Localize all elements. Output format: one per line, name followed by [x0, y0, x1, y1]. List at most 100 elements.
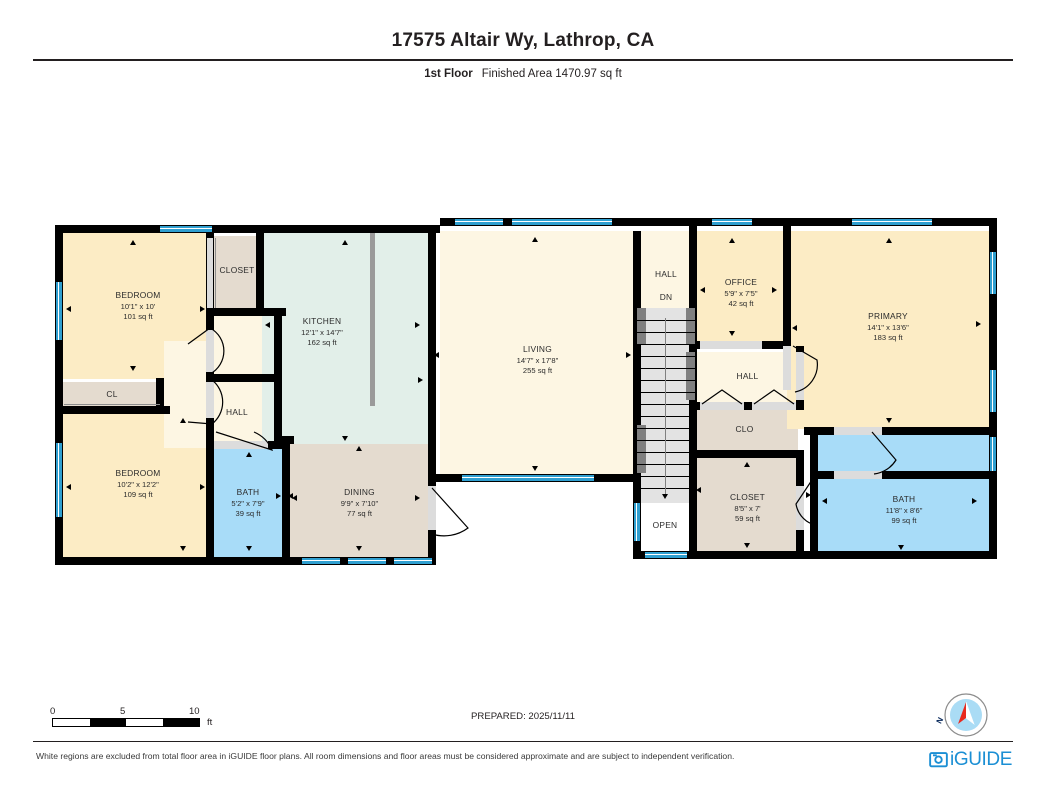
- dim-arrow: [356, 446, 362, 451]
- window-stripe: [394, 560, 432, 562]
- dim-arrow: [66, 306, 71, 312]
- dim-arrow: [66, 484, 71, 490]
- dim-arrow: [288, 493, 293, 499]
- dim-arrow: [276, 493, 281, 499]
- bath-right-fill-upper: [818, 433, 990, 475]
- kitchen-fill-b: [282, 231, 430, 444]
- scale-tick-5: 5: [120, 706, 126, 717]
- dim-arrow: [744, 462, 750, 467]
- stair-rail-right-mid: [686, 352, 695, 400]
- window-stripe: [645, 554, 687, 556]
- wall-bath-right-left: [810, 427, 818, 559]
- window-stripe: [992, 370, 994, 412]
- camera-icon: [929, 752, 948, 768]
- dim-arrow: [792, 325, 797, 331]
- closet-top-fill: [214, 236, 260, 310]
- dim-arrow: [886, 238, 892, 243]
- living-fill: [440, 231, 635, 480]
- wall-kitchen-left: [256, 231, 264, 316]
- room-label-clo: CLO: [735, 424, 754, 435]
- wall-open-right: [689, 474, 697, 559]
- wall-hall-right-bottom: [689, 402, 804, 410]
- dim-arrow: [772, 287, 777, 293]
- scale-seg: [53, 719, 90, 726]
- stair-rail-right-top: [686, 308, 695, 344]
- clo-fill: [691, 409, 798, 453]
- dim-arrow: [729, 331, 735, 336]
- doorway-dining-exit: [428, 486, 436, 530]
- dim-arrow: [246, 452, 252, 457]
- doorway-office: [700, 341, 762, 349]
- window-stripe: [512, 221, 612, 223]
- kitchen-counter-line: [370, 233, 375, 406]
- door-swing-dining-exit: [431, 487, 469, 537]
- doorway-bedroom2: [206, 382, 214, 418]
- room-label-primary: PRIMARY 14'1" x 13'6" 183 sq ft: [867, 311, 909, 342]
- scale-seg: [162, 719, 199, 726]
- wall-kitchen-bottom-notch: [274, 436, 294, 444]
- wall-bath-left-right: [282, 441, 290, 561]
- dim-arrow: [200, 484, 205, 490]
- dim-arrow: [972, 498, 977, 504]
- bath-right-fill: [818, 479, 990, 557]
- wall-kitchen-right: [428, 231, 436, 481]
- room-label-office: OFFICE 5'9" x 7'5" 42 sq ft: [724, 277, 758, 308]
- dim-arrow: [265, 322, 270, 328]
- window-stripe: [455, 221, 503, 223]
- door-swing-bedroom1: [187, 327, 225, 375]
- room-label-dining: DINING 9'9" x 7'10" 77 sq ft: [340, 487, 379, 518]
- stair-rail-left-low: [637, 425, 646, 473]
- window-stripe: [712, 221, 752, 223]
- dim-arrow: [532, 237, 538, 242]
- scale-bar: 0 5 10 ft: [50, 706, 217, 728]
- cl-left-slider-line: [64, 404, 160, 406]
- dim-arrow: [532, 466, 538, 471]
- scale-tick-0: 0: [50, 706, 56, 717]
- hall-center-fill: [635, 231, 697, 309]
- doorway-bath-right-inner: [834, 471, 882, 479]
- room-label-bedroom-1: BEDROOM 10'1" x 10' 101 sq ft: [115, 290, 161, 321]
- doorway-primary-entry: [783, 346, 791, 390]
- dim-arrow: [744, 543, 750, 548]
- stair-rail-left-top: [637, 308, 646, 344]
- dining-fill: [289, 444, 430, 557]
- doorway-closet-top: [207, 238, 213, 308]
- doorway-hall-right: [796, 352, 804, 400]
- scale-unit-label: ft: [207, 717, 213, 728]
- wall-cl-left-bottom: [55, 406, 170, 414]
- doorway-clo-a: [700, 402, 744, 410]
- window-stripe: [58, 282, 60, 340]
- doorway-bath-left: [214, 441, 268, 449]
- window-stripe: [636, 503, 638, 541]
- window-stripe: [58, 443, 60, 517]
- dim-arrow: [886, 418, 892, 423]
- doorway-bedroom1: [206, 330, 214, 372]
- wall-exterior-left: [55, 225, 63, 565]
- wall-hall-left-top: [206, 374, 282, 382]
- dim-arrow: [130, 366, 136, 371]
- wall-hall-left-right: [274, 316, 282, 378]
- room-label-open-area: OPEN: [652, 520, 678, 531]
- dim-arrow: [626, 352, 631, 358]
- dim-arrow: [292, 495, 297, 501]
- door-swing-clo-right: [753, 389, 795, 405]
- scale-tick-10: 10: [189, 706, 200, 717]
- page-title: 17575 Altair Wy, Lathrop, CA: [391, 30, 655, 51]
- wall-cl-left-right: [156, 378, 164, 410]
- room-label-hall-center: HALL: [655, 269, 677, 280]
- dim-arrow: [342, 240, 348, 245]
- cl-left-fill: [62, 382, 162, 408]
- header-divider: [33, 59, 1013, 61]
- door-swing-bath-left: [215, 431, 274, 451]
- wall-closet-bottom: [206, 308, 286, 316]
- doorway-clo-b: [752, 402, 796, 410]
- dim-arrow: [806, 492, 811, 498]
- scale-tick-labels: 0 5 10: [50, 706, 217, 718]
- door-swing-closet-right: [795, 479, 813, 525]
- dim-arrow: [729, 238, 735, 243]
- finished-area-label: Finished Area 1470.97 sq ft: [481, 68, 622, 80]
- room-label-hall-right: HALL: [736, 371, 759, 382]
- door-swing-clo-left: [701, 389, 743, 405]
- room-label-hall-left: HALL: [226, 407, 248, 418]
- window-stripe: [302, 560, 340, 562]
